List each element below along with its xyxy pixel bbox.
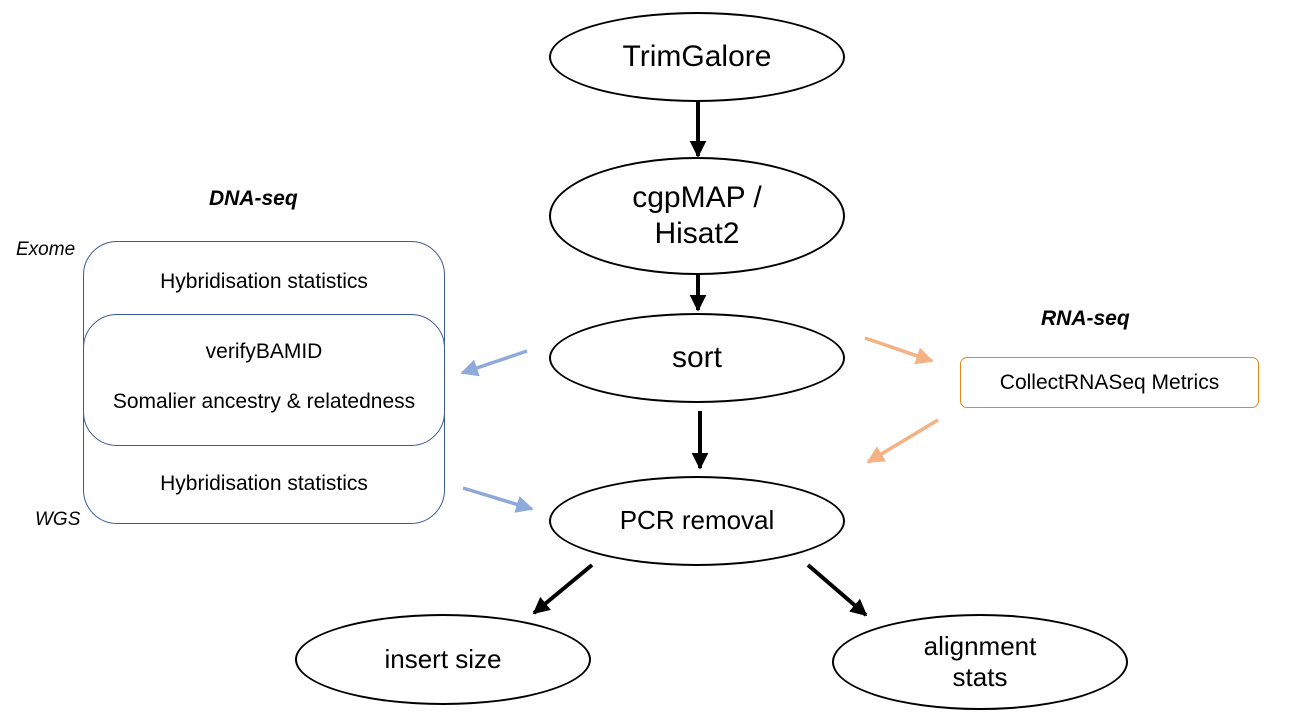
node-insert-size: insert size [295,614,591,705]
exome-label: Exome [16,239,76,260]
node-pcr-removal: PCR removal [549,476,845,566]
arrow-dna-box-to-pcr [462,486,534,513]
dna-seq-shared-box [83,314,445,446]
node-insert-size-label: insert size [384,643,502,674]
collectrnaseq-metrics-box: CollectRNASeq Metrics [960,357,1259,408]
collectrnaseq-metrics-label: CollectRNASeq Metrics [999,370,1220,394]
rna-seq-header: RNA-seq [1041,307,1130,330]
dna-seq-header: DNA-seq [209,187,298,210]
node-cgpmap-label-line1: cgpMAP / [632,181,762,214]
exome-hybridisation-statistics: Hybridisation statistics [160,270,368,293]
node-trimgalore-label: TrimGalore [622,40,772,73]
arrow-pcr-to-alignment-stats [806,563,868,617]
node-alignment-stats: alignment stats [832,614,1128,710]
node-trimgalore: TrimGalore [549,12,845,102]
arrow-sort-to-dna-box [460,349,528,377]
somalier-label: Somalier ancestry & relatedness [112,390,416,413]
node-sort-label: sort [671,341,722,374]
wgs-hybridisation-statistics: Hybridisation statistics [160,472,368,495]
node-alignment-label-line2: stats [952,662,1008,692]
node-pcr-removal-label: PCR removal [619,505,775,536]
node-cgpmap-label-line2: Hisat2 [654,217,740,250]
arrow-pcr-to-insert-size [532,563,594,615]
arrow-rna-box-to-pcr [866,418,939,464]
node-alignment-label-line1: alignment [923,630,1037,661]
verifybamid-label: verifyBAMID [205,340,323,363]
arrow-sort-to-rna-box [864,336,934,365]
node-cgpmap-hisat2: cgpMAP / Hisat2 [549,157,845,275]
node-sort: sort [549,313,845,403]
wgs-label: WGS [35,509,81,530]
